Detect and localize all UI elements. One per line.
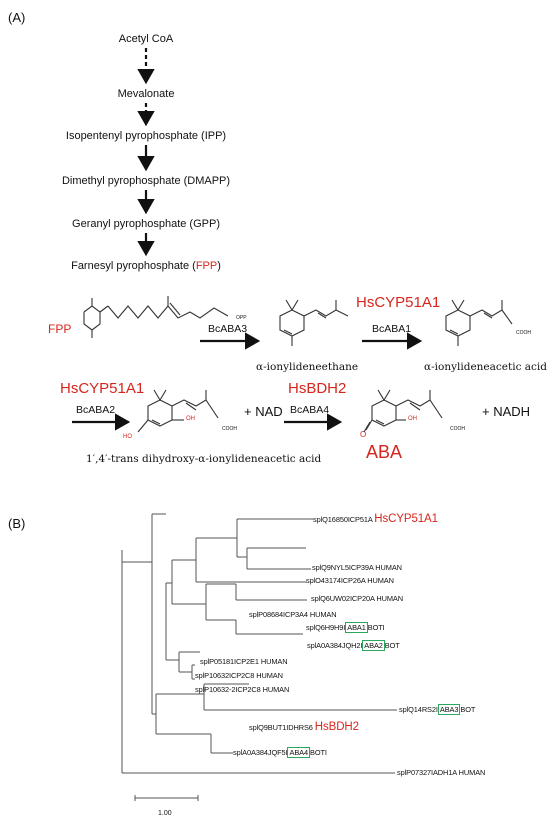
molecule-ionylideneacetic-acid: α-ionylideneacetic acid <box>424 361 548 373</box>
molecule-aba: ABA <box>366 442 403 462</box>
phylogenetic-tree <box>121 513 397 774</box>
cooh-label-3: COOH <box>450 426 465 432</box>
fpp-abbrev: FPP <box>195 260 218 272</box>
pathway-step-gpp: Geranyl pyrophosphate (GPP) <box>72 218 220 230</box>
pathway-step-mevalonate: Mevalonate <box>117 88 175 100</box>
leaf-suffix: BOT <box>460 705 476 714</box>
pathway-step-fpp: Farnesyl pyrophosphate (FPP) <box>71 260 221 272</box>
leaf-label: splQ9BUT1IDHRS6 <box>249 723 315 732</box>
leaf-label: splQ16850ICP51A <box>313 515 375 524</box>
enzyme-bcaba4: BcABA4 <box>290 404 330 416</box>
leaf-cp39a: splQ9NYL5ICP39A HUMAN <box>312 563 402 572</box>
leaf-cp26a: splO43174ICP26A HUMAN <box>306 576 394 585</box>
aba-gene-box: ABA1 <box>345 622 368 633</box>
leaf-dhrs6: splQ9BUT1IDHRS6 HsBDH2 <box>249 721 359 733</box>
leaf-label: splP07327IADH1A HUMAN <box>397 768 486 777</box>
fpp-suffix: ) <box>217 260 221 272</box>
leaf-cp2e1: splP05181ICP2E1 HUMAN <box>200 657 288 666</box>
leaf-p51a: splQ16850ICP51A HsCYP51A1 <box>313 513 438 525</box>
leaf-suffix: BOT <box>384 641 400 650</box>
enzyme-hsbdh2: HsBDH2 <box>288 380 347 397</box>
opp-label: OPP <box>236 315 247 321</box>
enzyme-bcaba1: BcABA1 <box>372 323 412 335</box>
leaf-label: splQ14RS2I <box>399 705 438 714</box>
fpp-molecule-label: FPP <box>48 322 72 336</box>
leaf-label: splP05181ICP2E1 HUMAN <box>200 657 288 666</box>
aba-structure <box>363 389 443 433</box>
aba-gene-box: ABA3 <box>437 704 461 715</box>
leaf-label: splP10632-2ICP2C8 HUMAN <box>195 685 290 694</box>
enzyme-hscyp51a1-top: HsCYP51A1 <box>356 294 441 311</box>
o-label: O <box>360 430 367 439</box>
plus-nad: + NAD <box>244 404 283 419</box>
ionylideneethane-structure <box>279 299 349 346</box>
leaf-cp3a4: splP08684ICP3A4 HUMAN <box>249 610 337 619</box>
leaf-label: splQ6H9H9I <box>306 623 346 632</box>
leaf-suffix: BOTI <box>309 748 327 757</box>
leaf-cp2c8-2: splP10632-2ICP2C8 HUMAN <box>195 685 289 694</box>
ho-label: HO <box>123 434 132 440</box>
pathway-step-ipp: Isopentenyl pyrophosphate (IPP) <box>65 130 227 142</box>
aba-gene-box: ABA4 <box>287 747 310 758</box>
enzyme-bcaba2: BcABA2 <box>76 404 116 416</box>
fpp-structure <box>83 296 229 338</box>
leaf-cp2c8: splP10632ICP2C8 HUMAN <box>195 671 283 680</box>
leaf-adh1a: splP07327IADH1A HUMAN <box>397 768 485 777</box>
scale-bar <box>134 795 199 801</box>
leaf-label: splP10632ICP2C8 HUMAN <box>195 671 283 680</box>
pathway-step-acetyl-coa: Acetyl CoA <box>118 33 174 45</box>
leaf-label: splQ6UW02ICP20A HUMAN <box>311 594 403 603</box>
fpp-prefix: Farnesyl pyrophosphate ( <box>71 260 196 272</box>
aba-gene-box: ABA2 <box>362 640 385 651</box>
enzyme-tag: HsBDH2 <box>314 721 359 733</box>
leaf-label: splP08684ICP3A4 HUMAN <box>249 610 337 619</box>
cooh-label-1: COOH <box>516 330 531 336</box>
oh-label-2: OH <box>408 416 417 422</box>
oh-label-1: OH <box>186 416 195 422</box>
enzyme-hscyp51a1-left: HsCYP51A1 <box>60 380 145 397</box>
panel-a-label: (A) <box>8 10 26 25</box>
panel-b-label: (B) <box>8 516 26 531</box>
cooh-label-2: COOH <box>222 426 237 432</box>
pathway-step-dmapp: Dimethyl pyrophosphate (DMAPP) <box>61 175 231 187</box>
enzyme-tag: HsCYP51A1 <box>374 513 438 525</box>
dihydroxy-structure <box>137 389 219 433</box>
plus-nadh: + NADH <box>482 404 531 419</box>
leaf-label: splA0A384JQH2I <box>307 641 363 650</box>
molecule-dihydroxy: 1′,4′-trans dihydroxy-α-ionylideneacetic… <box>86 453 322 465</box>
reaction-arrows <box>72 332 423 431</box>
leaf-label: splA0A384JQF5I <box>233 748 288 757</box>
leaf-suffix: BOTI <box>367 623 385 632</box>
leaf-label: splO43174ICP26A HUMAN <box>306 576 394 585</box>
scale-bar-label: 1.00 <box>158 810 172 817</box>
leaf-cp20a: splQ6UW02ICP20A HUMAN <box>311 594 403 603</box>
leaf-label: splQ9NYL5ICP39A HUMAN <box>312 563 402 572</box>
enzyme-bcaba3: BcABA3 <box>208 323 248 335</box>
molecule-ionylideneethane: α-ionylideneethane <box>256 361 359 373</box>
ionylideneacetic-structure <box>445 299 513 346</box>
